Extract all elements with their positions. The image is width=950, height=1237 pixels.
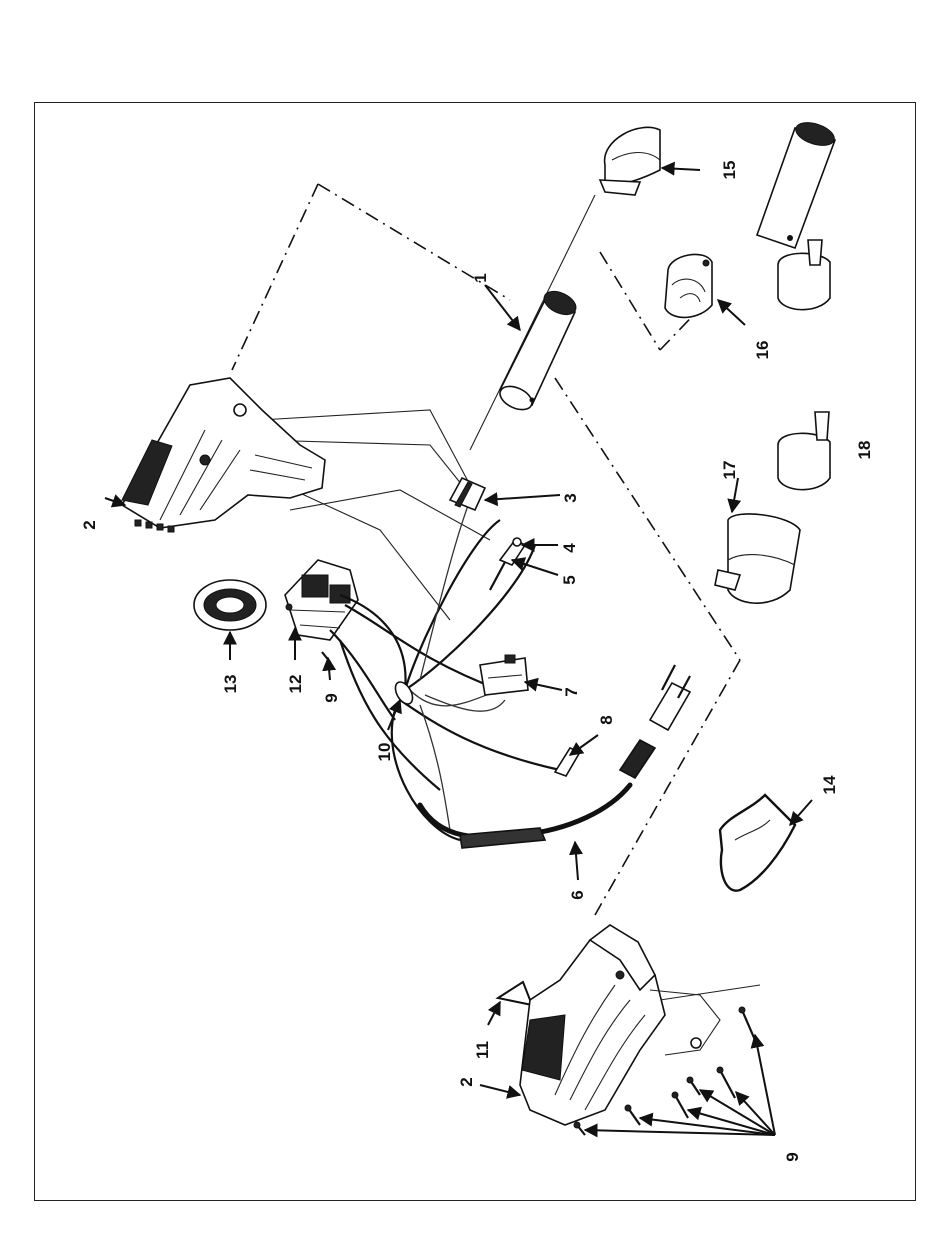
- label-17: 17: [720, 461, 739, 480]
- label-4: 4: [560, 543, 579, 553]
- power-cord: [420, 665, 690, 848]
- label-6: 6: [568, 890, 587, 899]
- label-11: 11: [473, 1041, 492, 1059]
- housing-half-bottom: [520, 925, 720, 1125]
- label-13: 13: [221, 675, 240, 694]
- label-16: 16: [753, 341, 772, 360]
- label-5: 5: [560, 575, 579, 584]
- terminal-block: [450, 478, 485, 510]
- reducer-nozzle-lower: [778, 412, 830, 490]
- spring-clip: [498, 982, 532, 1005]
- thermostat-sensor: [490, 538, 525, 590]
- label-18: 18: [855, 441, 874, 460]
- label-10: 10: [375, 743, 394, 762]
- label-9-mid: 9: [322, 693, 341, 702]
- label-8: 8: [597, 715, 616, 724]
- spreader-nozzle-16: [665, 254, 712, 317]
- power-switch: [480, 655, 528, 695]
- label-9-bottom: 9: [783, 1152, 802, 1161]
- wire-connector: [555, 748, 580, 776]
- reducer-nozzle-upper: [757, 118, 837, 309]
- reflector-nozzle-15: [600, 127, 660, 195]
- label-2-bottom: 2: [457, 1077, 476, 1086]
- label-14: 14: [820, 775, 839, 794]
- callout-labels: 1 2 3 4 5 6 7 8 9 10 11 12 13 14 15 16 1…: [80, 161, 874, 1162]
- label-3: 3: [561, 493, 580, 502]
- callout-arrows: [105, 168, 812, 1135]
- label-1: 1: [471, 273, 490, 282]
- stand-bracket: [720, 795, 795, 891]
- label-2-top: 2: [80, 520, 99, 529]
- label-15: 15: [720, 161, 739, 180]
- label-7: 7: [562, 687, 581, 696]
- fan-wheel: [194, 580, 266, 630]
- clamp-nozzle-17: [715, 514, 800, 603]
- label-12: 12: [286, 675, 305, 694]
